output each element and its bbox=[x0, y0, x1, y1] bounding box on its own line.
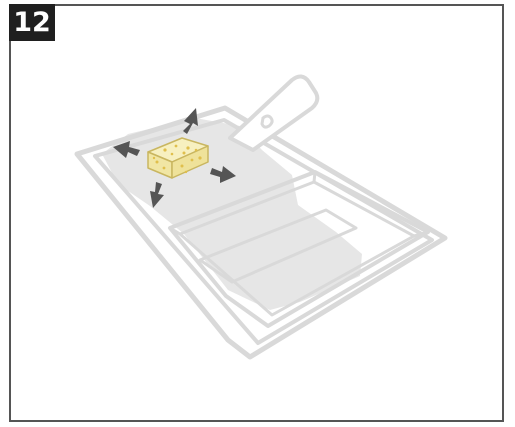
paint-tray-illustration bbox=[0, 0, 515, 427]
